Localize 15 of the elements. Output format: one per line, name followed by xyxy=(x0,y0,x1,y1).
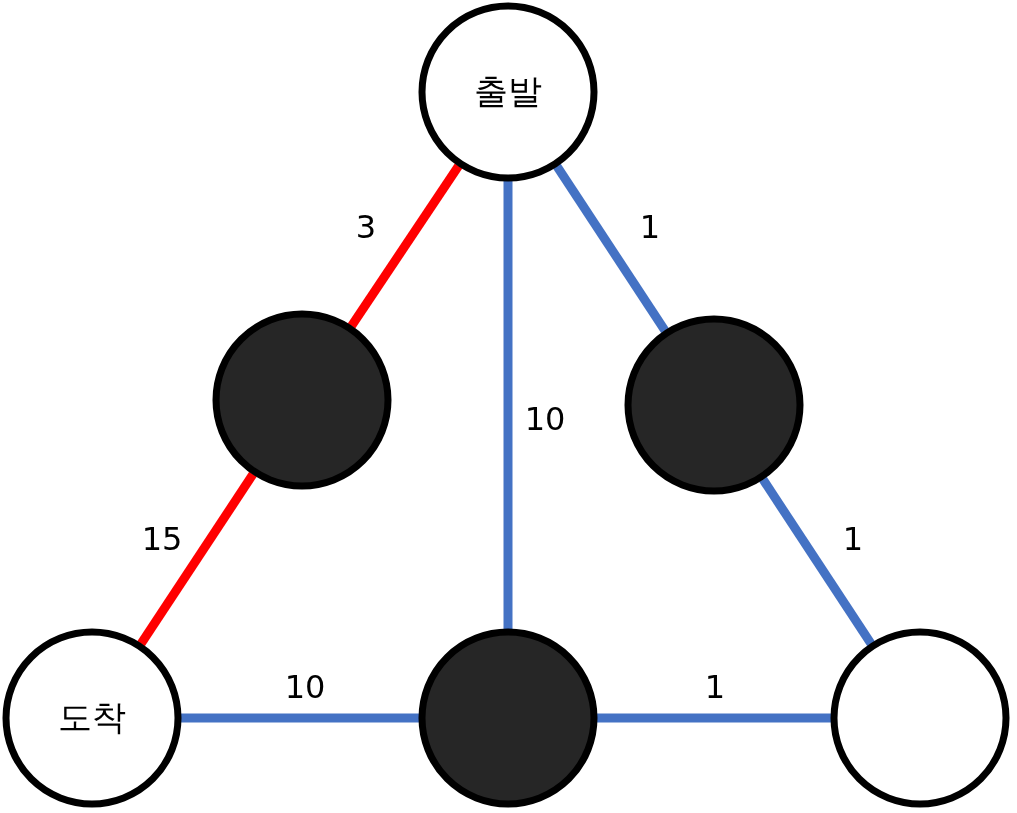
node-label: 출발 xyxy=(474,70,542,113)
circle-node xyxy=(418,2,598,182)
connector-line xyxy=(759,476,875,647)
connector-line xyxy=(181,713,419,723)
connector-line xyxy=(503,181,513,629)
connector-line xyxy=(597,713,831,723)
circle-node xyxy=(2,628,182,808)
circle-node xyxy=(830,628,1010,808)
filled-circle xyxy=(212,310,392,490)
connector-line xyxy=(553,163,669,334)
filled-circle xyxy=(418,628,598,808)
filled-circle xyxy=(624,315,804,495)
node-label: 도착 xyxy=(58,696,126,739)
connector-line xyxy=(347,163,463,329)
connector-line xyxy=(137,471,257,647)
